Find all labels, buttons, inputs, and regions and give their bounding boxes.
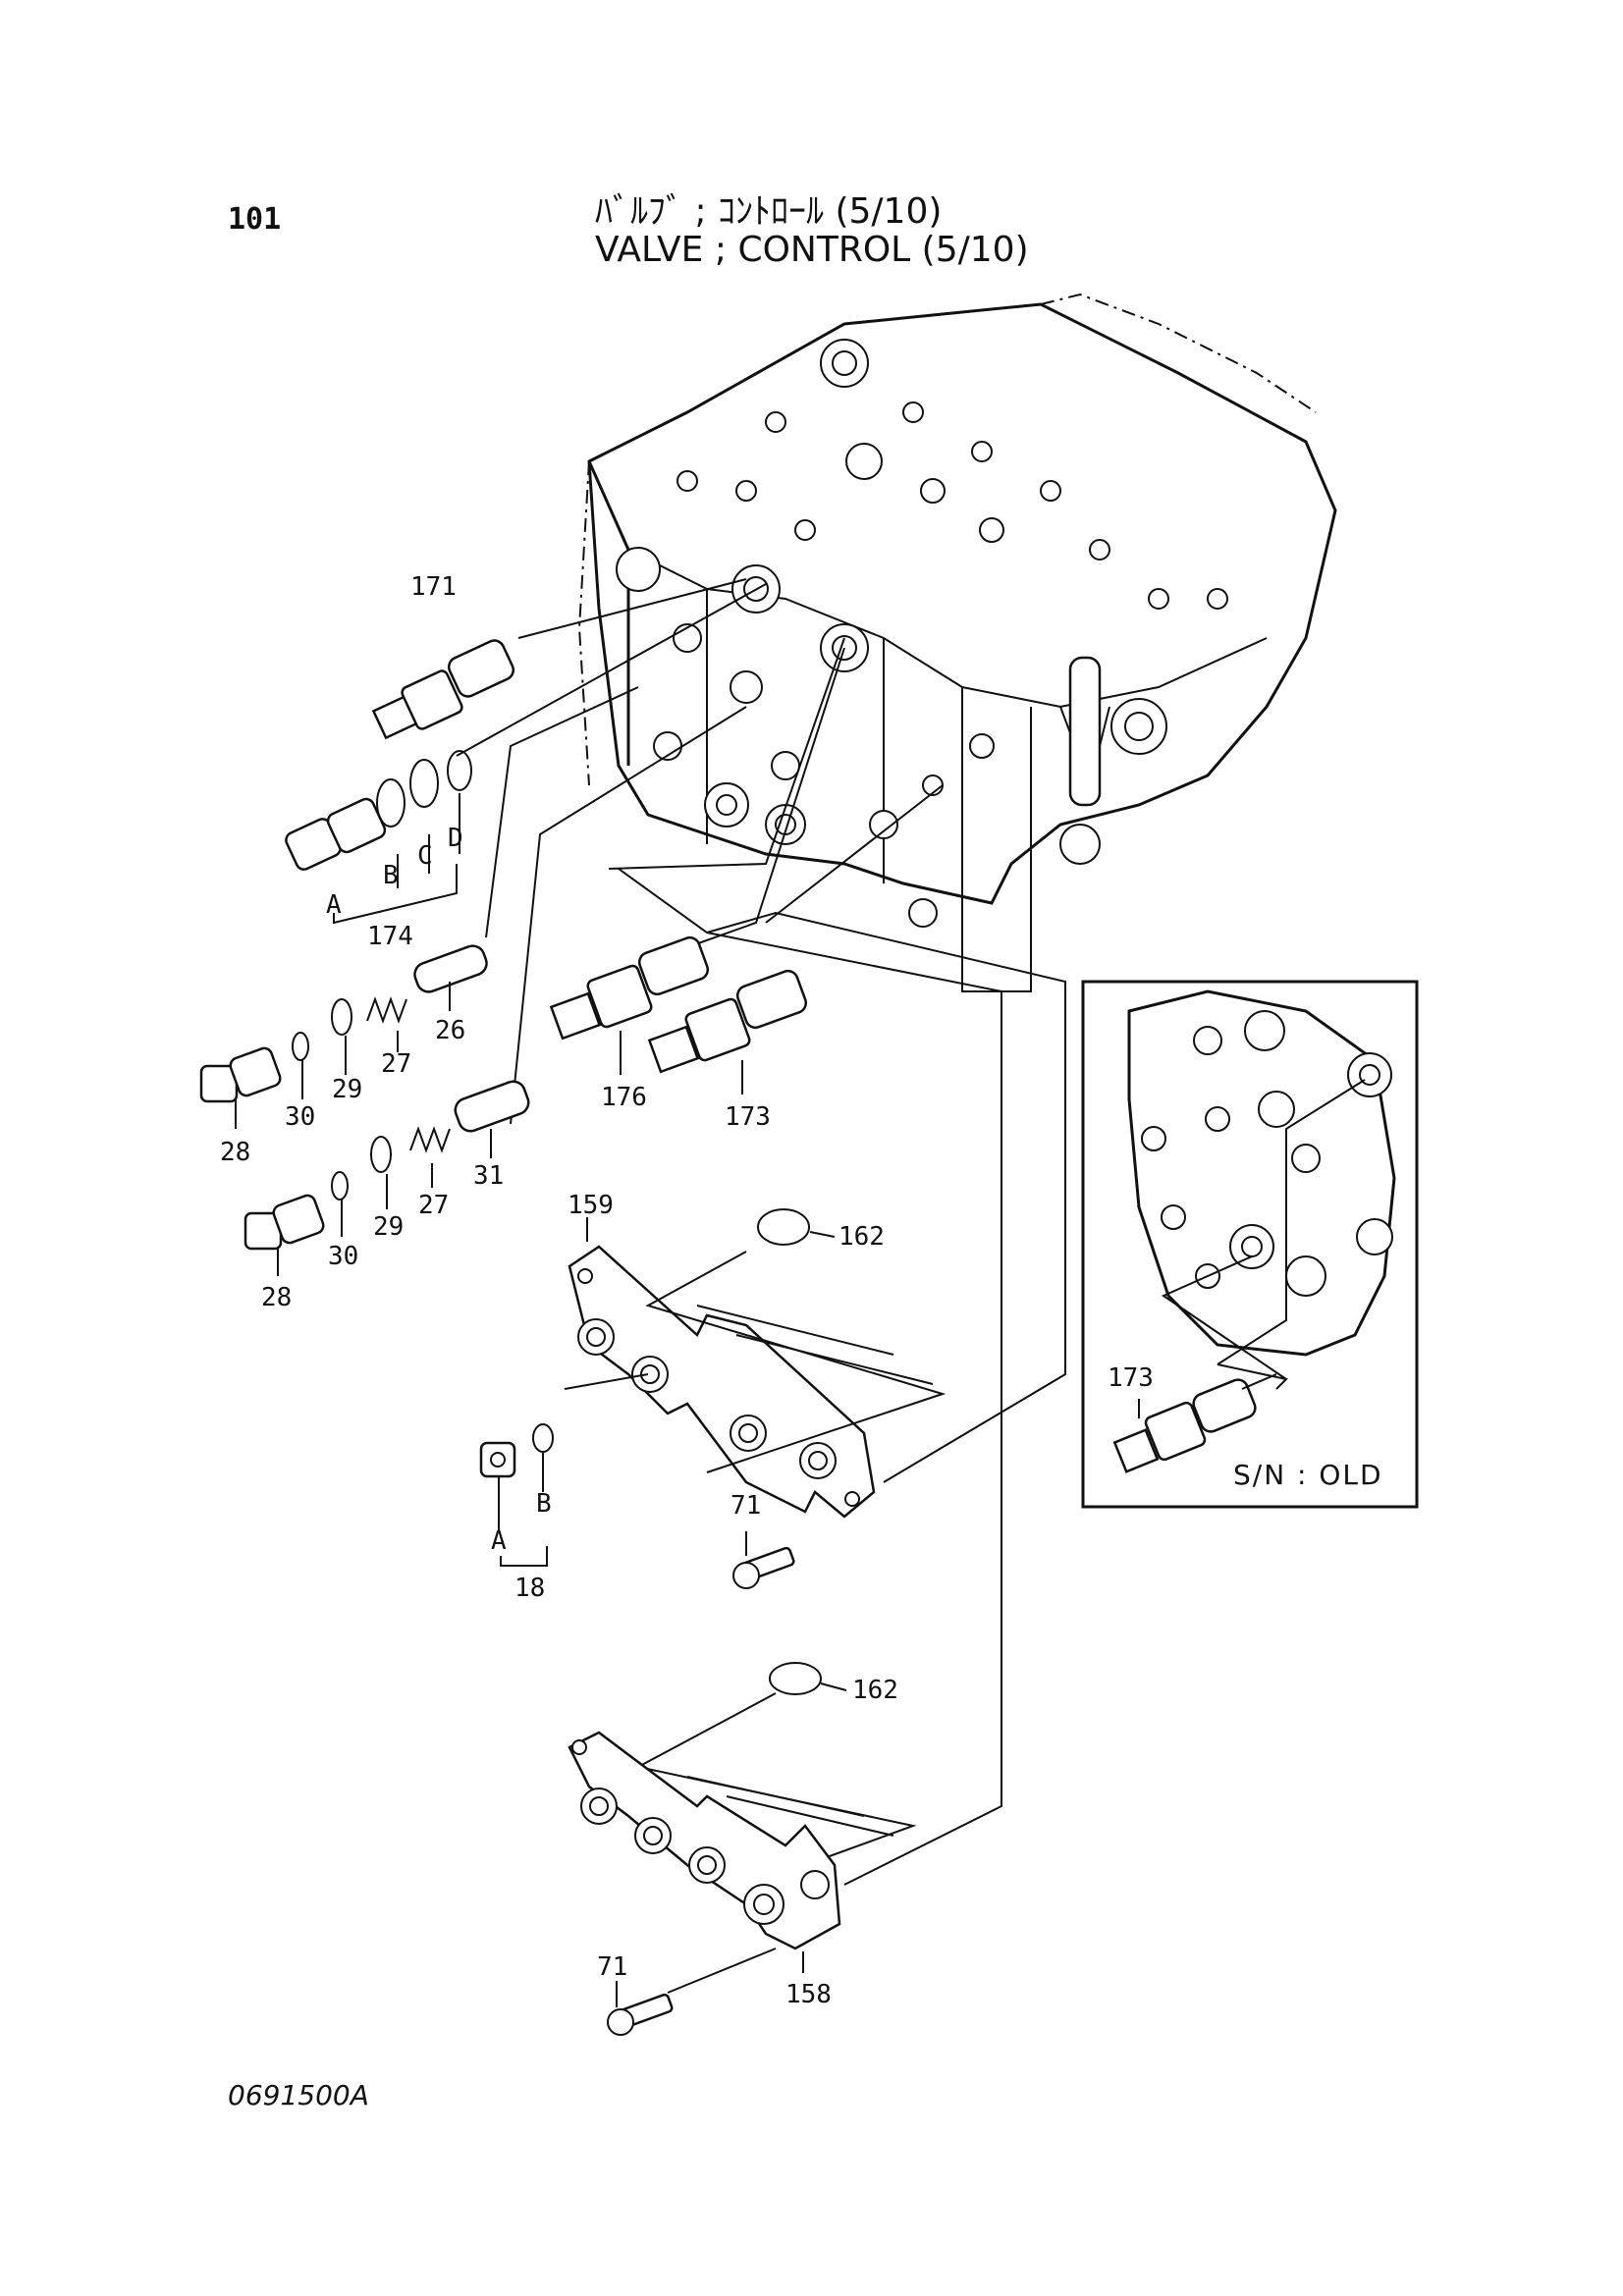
callout-173: 173 (725, 1102, 771, 1132)
part-30-ring-upper (292, 1032, 309, 1061)
part-176-valve (549, 935, 710, 1041)
callout-C: C (417, 841, 433, 871)
inset-note: S/N : OLD (1233, 1459, 1383, 1491)
part-171-relief-valve (371, 639, 515, 740)
part-173-valve (647, 969, 808, 1074)
title-english: VALVE ; CONTROL (5/10) (595, 230, 1029, 270)
callout-30-upper: 30 (285, 1102, 315, 1132)
part-71-bolt-upper (732, 1546, 795, 1589)
callout-174: 174 (367, 922, 413, 951)
callout-176: 176 (601, 1083, 647, 1112)
part-162-oring-upper (757, 1208, 810, 1246)
callout-30-lower: 30 (328, 1242, 358, 1271)
part-30-ring-lower (331, 1171, 349, 1201)
callout-A-lower: A (491, 1526, 507, 1556)
callout-D: D (448, 824, 463, 853)
callout-B-upper: B (383, 861, 399, 890)
control-valve-body (577, 293, 1337, 992)
part-28-plug-lower (243, 1194, 325, 1251)
callout-162-lower: 162 (852, 1676, 898, 1705)
part-27-spring-lower (409, 1126, 451, 1153)
part-27-spring (366, 996, 407, 1024)
inset-old-serial: S/N : OLD 173 (1081, 980, 1419, 1509)
part-162-oring-lower (769, 1662, 822, 1695)
part-159-manifold (568, 1245, 876, 1519)
callout-158: 158 (785, 1980, 832, 2009)
callout-71-lower: 71 (597, 1952, 627, 1982)
callout-173-inset: 173 (1108, 1363, 1154, 1393)
callout-27-upper: 27 (381, 1049, 411, 1079)
page-number: 101 (228, 202, 282, 237)
part-29-ring-lower (370, 1136, 392, 1173)
callout-28-lower: 28 (261, 1283, 292, 1312)
callout-A-upper: A (326, 890, 342, 920)
figure-id: 0691500A (228, 2079, 369, 2111)
callout-31: 31 (473, 1161, 504, 1191)
part-18-plug-set (479, 1423, 554, 1478)
part-26-spool (413, 944, 488, 993)
callout-26: 26 (435, 1016, 465, 1045)
callout-B-lower: B (536, 1489, 552, 1519)
part-174-plug-set (285, 750, 472, 871)
part-29-ring-upper (331, 998, 352, 1036)
callout-27-lower: 27 (418, 1191, 449, 1220)
callout-159: 159 (568, 1191, 614, 1220)
callout-29-lower: 29 (373, 1212, 404, 1242)
callout-71-upper: 71 (730, 1491, 761, 1521)
part-158-manifold (568, 1731, 841, 1950)
title-japanese: ﾊﾞﾙﾌﾞ ; ｺﾝﾄﾛｰﾙ (5/10) (595, 191, 943, 232)
callout-162-upper: 162 (839, 1222, 885, 1252)
callout-171: 171 (410, 572, 457, 602)
part-28-plug-upper (199, 1046, 282, 1103)
callout-18: 18 (514, 1574, 545, 1603)
part-71-bolt-lower (607, 1993, 674, 2036)
part-31-spool (454, 1080, 530, 1133)
callout-29-upper: 29 (332, 1075, 362, 1104)
callout-28-upper: 28 (220, 1138, 250, 1167)
